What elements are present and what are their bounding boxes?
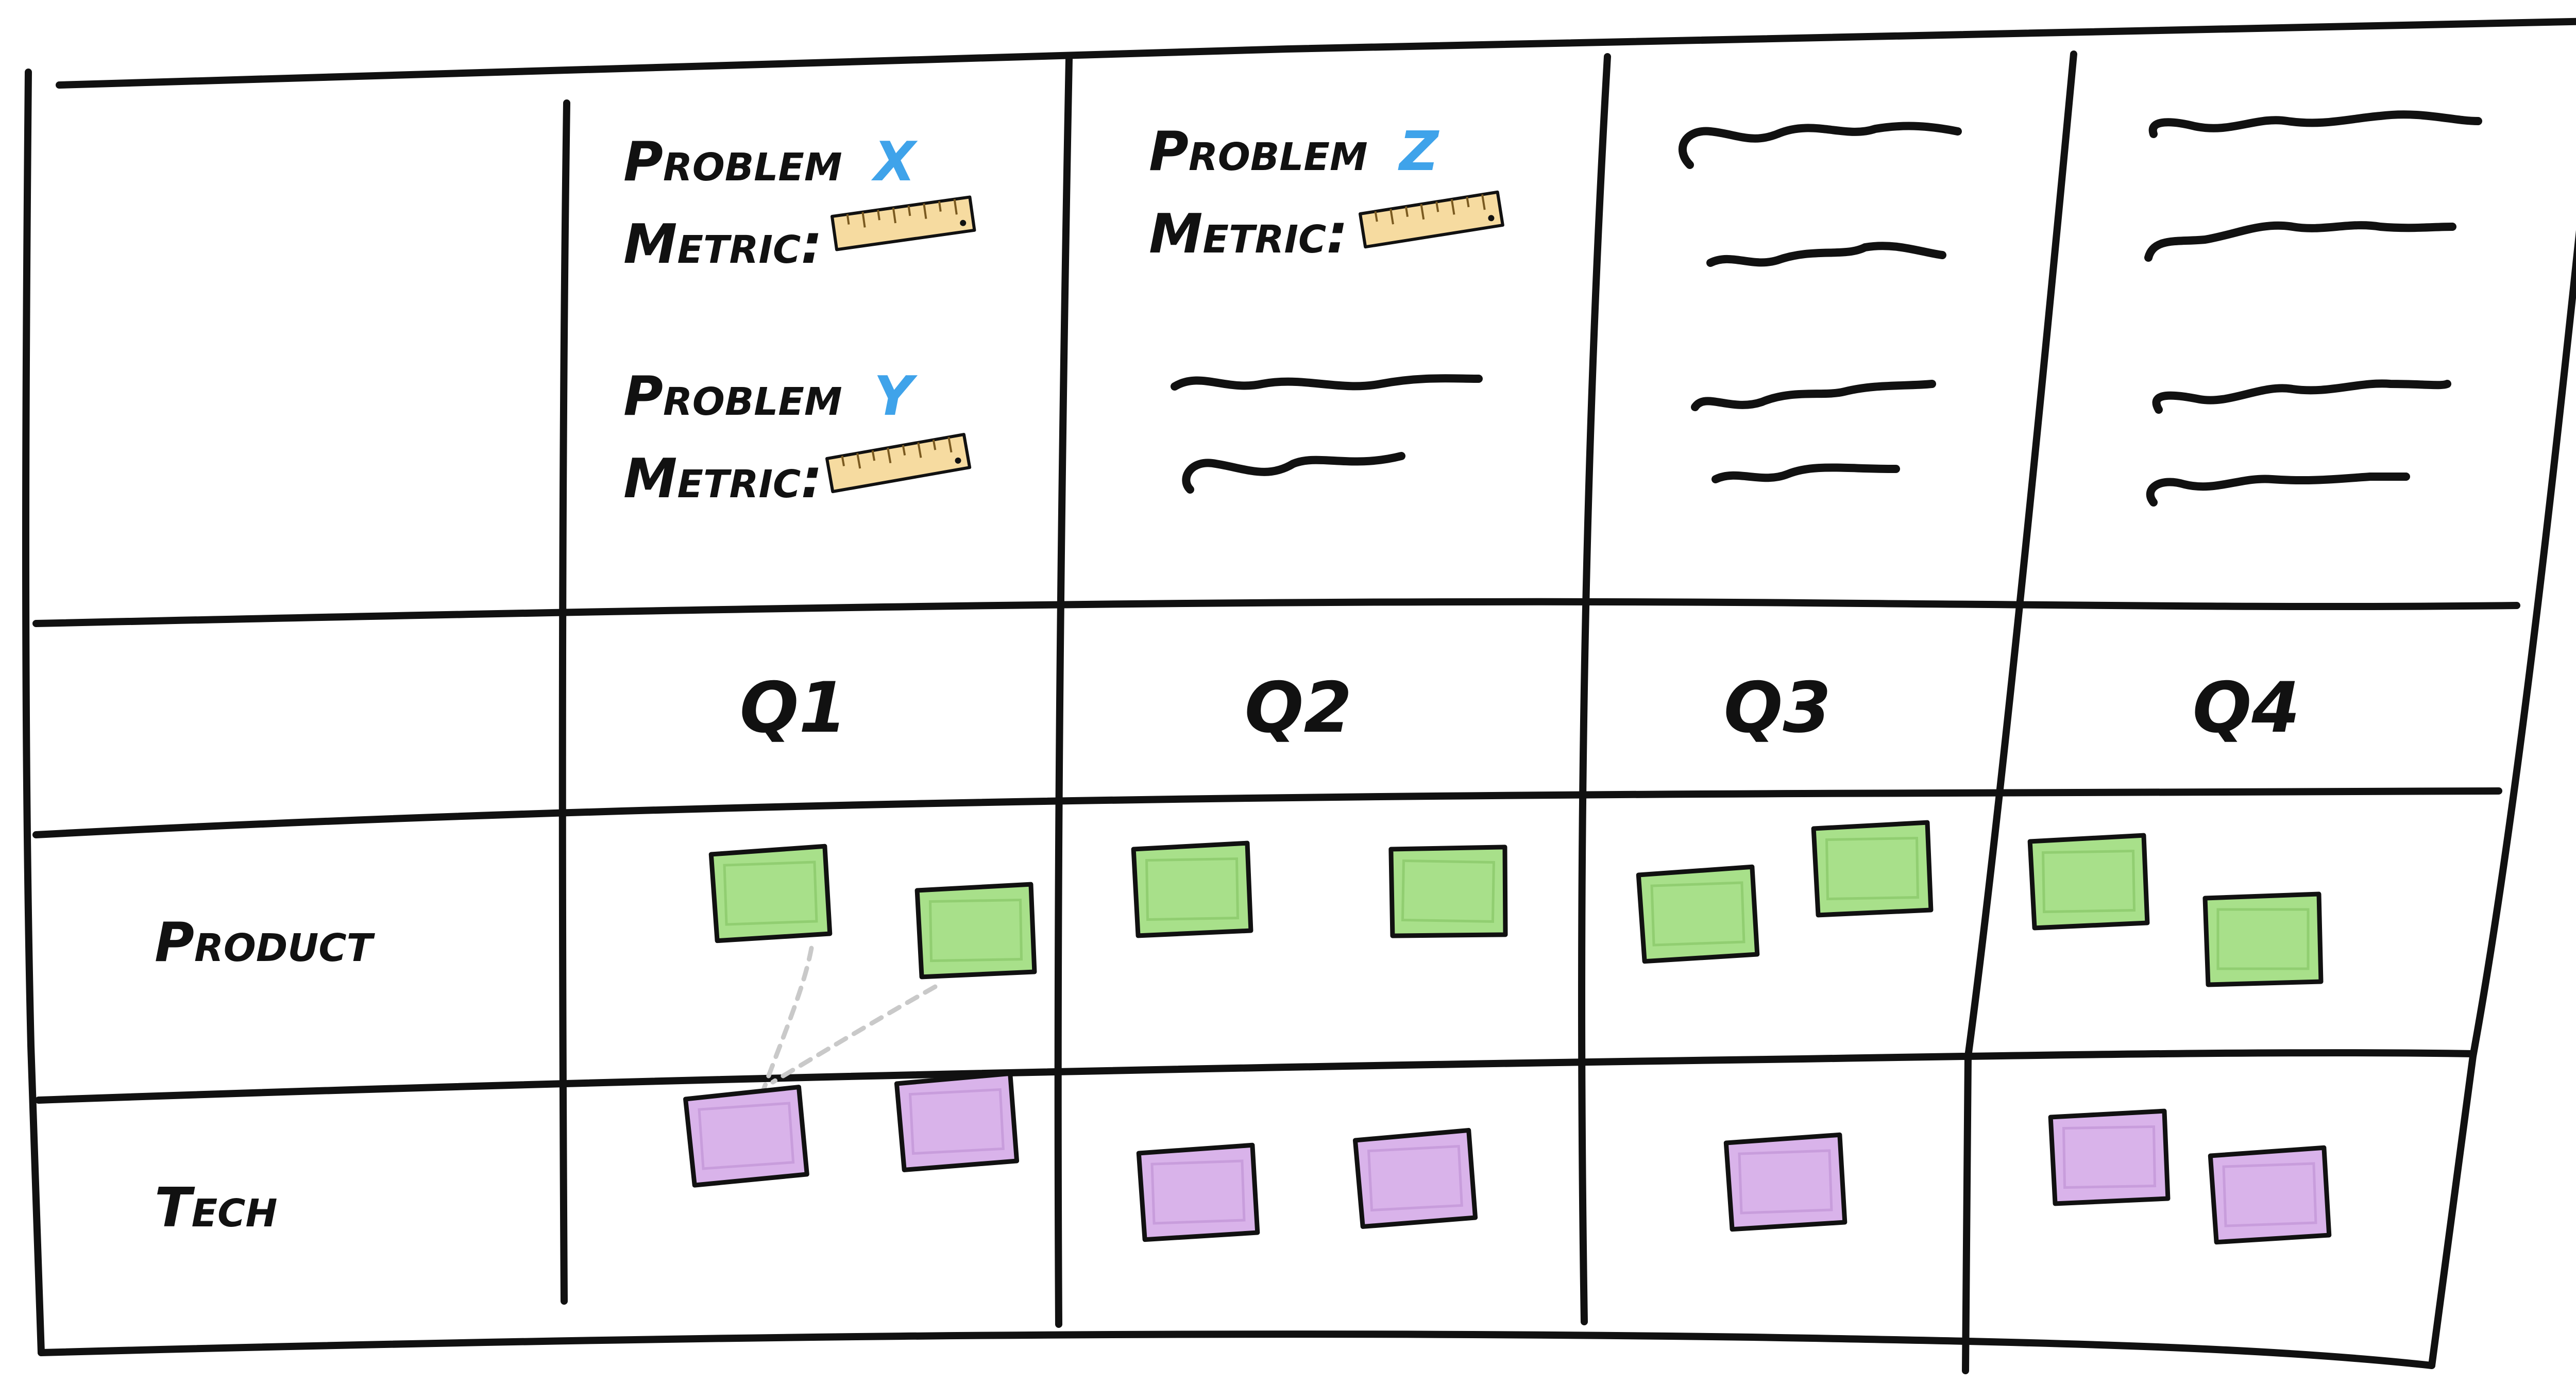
problem-y-letter: Y	[874, 365, 918, 428]
product-sticky-note	[708, 844, 833, 943]
tech-sticky-note	[1352, 1127, 1478, 1229]
grid-line-row1	[32, 598, 2520, 627]
dependency-link	[760, 946, 814, 1095]
quarter-header-q2: Q2	[1245, 667, 1352, 748]
quarter-header-q1: Q1	[740, 667, 848, 748]
tech-sticky-note	[2208, 1145, 2332, 1245]
product-sticky-note	[1811, 820, 1934, 918]
grid-line-col4	[1962, 50, 2077, 1374]
metric-y-label: Metric:	[623, 447, 822, 510]
problem-z-letter: Z	[1398, 120, 1439, 183]
ruler-icon	[825, 433, 972, 494]
metric-z-label: Metric:	[1149, 203, 1348, 265]
problem-block-z: Problem Z Metric:	[1149, 120, 1439, 265]
problem-block-x: Problem X Metric:	[623, 130, 918, 276]
problem-y-prefix: Problem	[623, 365, 842, 428]
grid-line-left	[22, 69, 45, 1356]
product-sticky-note	[1388, 845, 1508, 938]
grid-line-col1	[558, 99, 570, 1305]
grid-line-bottom	[38, 1330, 2435, 1369]
tech-sticky-note	[894, 1071, 1020, 1172]
problem-z-prefix: Problem	[1149, 120, 1368, 183]
row-label-tech: Tech	[155, 1176, 277, 1239]
metric-x-label: Metric:	[623, 213, 822, 276]
tech-sticky-note	[683, 1085, 809, 1188]
grid-line-col2	[1054, 56, 1073, 1328]
grid-line-col3	[1578, 53, 1611, 1325]
problem-x-letter: X	[871, 130, 918, 193]
grid	[22, 18, 2576, 1374]
ruler-icon	[1359, 190, 1504, 249]
dependency-links	[760, 946, 938, 1095]
quarter-header-q4: Q4	[2193, 667, 2300, 748]
svg-text:Problem Y: Problem Y	[623, 365, 918, 428]
problem-block-y: Problem Y Metric:	[623, 365, 918, 510]
product-sticky-note	[1131, 840, 1253, 938]
squiggle-placeholder-icon	[1171, 110, 2482, 507]
tech-sticky-note	[2048, 1108, 2171, 1206]
grid-line-top	[56, 18, 2576, 89]
grid-line-right	[2428, 230, 2576, 1369]
tech-sticky-note	[1723, 1132, 1848, 1232]
svg-text:Problem Z: Problem Z	[1149, 120, 1439, 183]
grid-line-row3	[35, 1049, 2477, 1104]
product-sticky-note	[2202, 891, 2324, 987]
ruler-icon	[831, 195, 976, 251]
tech-sticky-note	[1136, 1142, 1260, 1242]
grid-line-row2	[32, 787, 2502, 838]
product-sticky-note	[914, 882, 1037, 980]
product-sticky-note	[1636, 864, 1760, 964]
product-sticky-note	[2027, 833, 2150, 931]
dependency-link	[770, 984, 938, 1085]
problem-x-prefix: Problem	[623, 130, 842, 193]
quarter-header-q3: Q3	[1724, 667, 1832, 748]
svg-text:Problem X: Problem X	[623, 130, 918, 193]
sticky-notes	[683, 820, 2332, 1245]
row-label-product: Product	[155, 911, 376, 974]
